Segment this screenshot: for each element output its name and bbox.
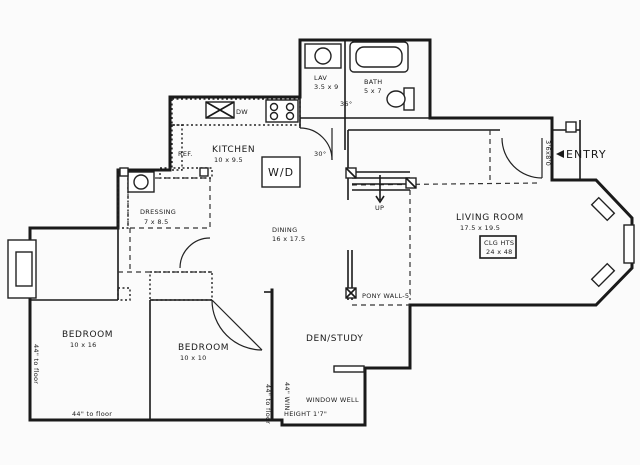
exterior-walls [28, 38, 634, 427]
kitchen-size: 10 x 9.5 [214, 156, 243, 164]
living-name: LIVING ROOM [456, 213, 524, 223]
window-floor-bottom-label: 44" to floor [72, 410, 112, 418]
window-floor-left-label: 44" to floor [32, 344, 40, 384]
entry-dim-label: 3'6x8'0 [544, 140, 552, 166]
lav-size: 3.5 x 9 [314, 83, 339, 91]
entry-label: ENTRY [566, 148, 607, 161]
lav-name: LAV [314, 74, 327, 82]
fixtures [119, 41, 577, 193]
pony-wall [345, 250, 357, 300]
stairs [352, 171, 410, 204]
bedroom2-size: 10 x 10 [180, 354, 207, 362]
room-labels: LAV 3.5 x 9 BATH 5 x 7 DW REF. KITCHEN 1… [62, 74, 524, 362]
bedroom1-size: 10 x 16 [70, 341, 97, 349]
bath-size: 5 x 7 [364, 87, 382, 95]
living-ceiling-size: 24 x 48 [486, 248, 513, 256]
angle-30-label: 30° [314, 150, 326, 158]
dressing-size: 7 x 8.5 [144, 218, 169, 226]
ref-label: REF. [178, 150, 193, 158]
up-label: UP [375, 204, 384, 212]
wd-label: W/D [268, 166, 294, 179]
dw-label: DW [236, 108, 248, 116]
built-in-cabinets [117, 98, 301, 301]
bedroom2-name: BEDROOM [178, 343, 229, 353]
dashed-outlines [118, 130, 541, 306]
bath-name: BATH [364, 78, 382, 86]
door-swings [179, 127, 543, 351]
entry-arrow-icon [556, 150, 564, 158]
pony-wall-label: PONY WALL-5' [362, 292, 411, 300]
window-height-label: HEIGHT 1'7" [284, 410, 327, 418]
window-floor-right-label: 44" to floor [264, 384, 272, 424]
living-size: 17.5 x 19.5 [460, 224, 500, 232]
living-ceiling: CLG HTS [484, 239, 514, 247]
windows [7, 196, 635, 373]
bedroom1-name: BEDROOM [62, 330, 113, 340]
dining-name: DINING [272, 226, 297, 234]
kitchen-name: KITCHEN [212, 145, 255, 155]
dressing-name: DRESSING [140, 208, 176, 216]
dining-size: 16 x 17.5 [272, 235, 305, 243]
angle-36-label: 36° [340, 100, 352, 108]
den-name: DEN/STUDY [306, 334, 364, 344]
annotation-labels: ENTRY 3'6x8'0 UP PONY WALL-5' 36° 30° 44… [32, 100, 607, 424]
window-small-label: 44" WIN [283, 382, 291, 411]
window-well-label: WINDOW WELL [306, 396, 359, 404]
